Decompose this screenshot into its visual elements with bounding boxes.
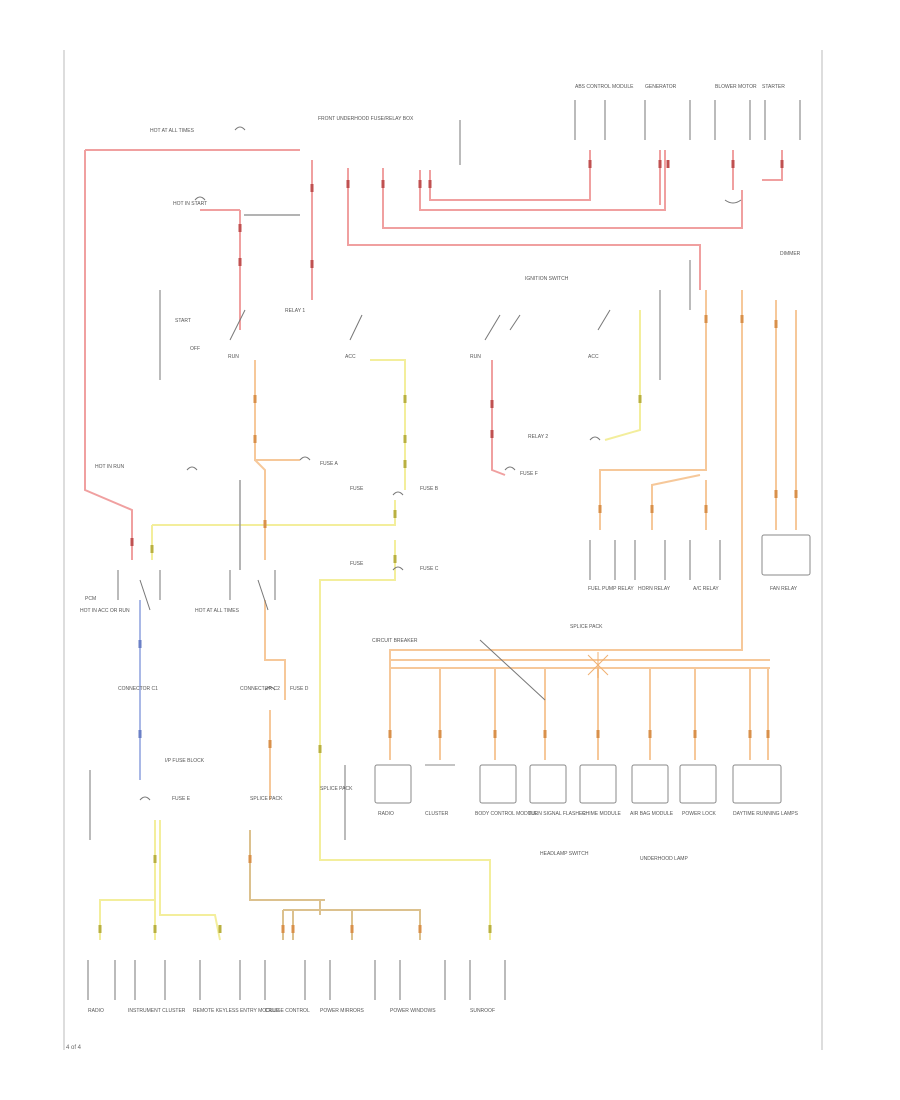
yellow-wire-group: [99, 310, 641, 941]
label-off: OFF: [190, 346, 200, 352]
label-row2-e: CHIME MODULE: [582, 811, 622, 817]
label-bottom-note-b: SPLICE PACK: [320, 786, 353, 792]
connector-tick-orange-group: [248, 315, 798, 933]
label-fuse-b: FUSE B: [420, 486, 439, 492]
label-headlamp-switch: HEADLAMP SWITCH: [540, 851, 589, 857]
label-hot-at-all-times: HOT AT ALL TIMES: [150, 128, 195, 134]
label-top-component-a: ABS CONTROL MODULE: [575, 84, 634, 90]
label-hot-in-run: HOT IN RUN: [95, 464, 124, 470]
label-group: HOT AT ALL TIMES FRONT UNDERHOOD FUSE/RE…: [80, 84, 801, 1014]
label-splice-pack: SPLICE PACK: [570, 624, 603, 630]
label-fuse-c: FUSE C: [420, 566, 439, 572]
label-bottom-b: INSTRUMENT CLUSTER: [128, 1008, 186, 1014]
label-bottom-d: CRUISE CONTROL: [265, 1008, 310, 1014]
label-circuit-breaker: CIRCUIT BREAKER: [372, 638, 418, 644]
connector-tick-group: [130, 160, 784, 546]
label-start: START: [175, 318, 191, 324]
label-row2-b: CLUSTER: [425, 811, 449, 817]
label-fuse-left: FUSE: [350, 486, 364, 492]
label-ignition-switch: IGNITION SWITCH: [525, 276, 569, 282]
label-mid-component-d: FAN RELAY: [770, 586, 798, 592]
label-relay-2: RELAY 2: [528, 434, 548, 440]
label-ip-fuse-block: I/P FUSE BLOCK: [165, 758, 205, 764]
label-bottom-f: POWER WINDOWS: [390, 1008, 436, 1014]
label-fuse-f: FUSE F: [520, 471, 538, 477]
gray-wire-group: [239, 214, 300, 570]
tan-wire-group: [249, 830, 421, 940]
label-dimmer: DIMMER: [780, 251, 801, 257]
label-bottom-note-a: SPLICE PACK: [250, 796, 283, 802]
label-hot-in-acc: HOT IN ACC OR RUN: [80, 608, 130, 614]
label-row2-h: DAYTIME RUNNING LAMPS: [733, 811, 799, 817]
label-fuse-d: FUSE D: [290, 686, 309, 692]
label-fuse-right: FUSE: [350, 561, 364, 567]
label-mid-component-e: PCM: [85, 596, 96, 602]
label-row2-a: RADIO: [378, 811, 394, 817]
label-mid-component-c: A/C RELAY: [693, 586, 719, 592]
label-bottom-a: RADIO: [88, 1008, 104, 1014]
label-bottom-e: POWER MIRRORS: [320, 1008, 365, 1014]
component-box-group: [374, 534, 811, 804]
label-front-fuse-relay-box: FRONT UNDERHOOD FUSE/RELAY BOX: [318, 116, 414, 122]
red-wire-group: [84, 149, 783, 560]
label-hot-in-start: HOT IN START: [173, 201, 207, 207]
orange-wire-group: [254, 290, 797, 800]
label-underhood-lamp: UNDERHOOD LAMP: [640, 856, 688, 862]
connector-tick-yellow-group: [98, 395, 642, 933]
label-fuse-e: FUSE E: [172, 796, 191, 802]
label-fuse-a: FUSE A: [320, 461, 338, 467]
label-left-connector-a: CONNECTOR C1: [118, 686, 158, 692]
fuse-symbol-group: [139, 126, 742, 801]
label-run-2: RUN: [470, 354, 481, 360]
label-hot-at-all-times-2: HOT AT ALL TIMES: [195, 608, 240, 614]
label-row2-c: BODY CONTROL MODULE: [475, 811, 538, 817]
label-acc-2: ACC: [588, 354, 599, 360]
label-row2-f: AIR BAG MODULE: [630, 811, 674, 817]
label-row2-d: TURN SIGNAL FLASHER: [528, 811, 586, 817]
label-acc: ACC: [345, 354, 356, 360]
label-left-connector-b: CONNECTOR C2: [240, 686, 280, 692]
page-number: 4 of 4: [66, 1045, 82, 1051]
label-mid-component-a: FUEL PUMP RELAY: [588, 586, 634, 592]
label-bottom-c: REMOTE KEYLESS ENTRY MODULE: [193, 1008, 280, 1014]
label-top-component-b: GENERATOR: [645, 84, 677, 90]
label-bottom-g: SUNROOF: [470, 1008, 495, 1014]
label-run: RUN: [228, 354, 239, 360]
label-mid-component-b: HORN RELAY: [638, 586, 671, 592]
switch-symbol-group: [87, 100, 801, 1000]
splice-junction: [587, 652, 609, 678]
label-top-component-d: STARTER: [762, 84, 785, 90]
label-top-component-c: BLOWER MOTOR: [715, 84, 757, 90]
label-row2-g: POWER LOCK: [682, 811, 717, 817]
leader-line: [479, 639, 546, 701]
label-relay-1: RELAY 1: [285, 308, 305, 314]
